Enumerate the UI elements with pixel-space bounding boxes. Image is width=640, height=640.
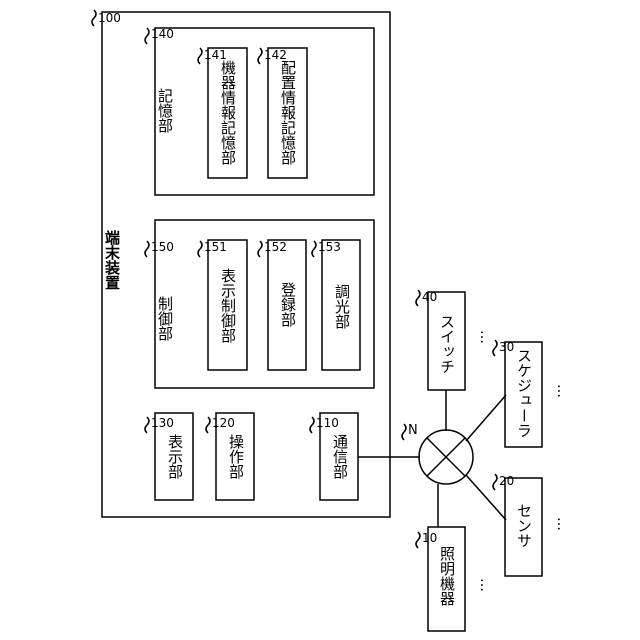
ref-terminal: 100 [98, 12, 121, 24]
lighting-more: … [478, 578, 492, 591]
switch-label: スイッチ [439, 314, 454, 374]
control-unit-label: 制御部 [157, 296, 172, 341]
display-unit-label: 表示部 [167, 434, 182, 479]
scheduler-label: スケジューラ [516, 348, 531, 438]
device-info-storage-label: 機器情報記憶部 [220, 60, 235, 165]
display-control-label: 表示制御部 [220, 268, 235, 343]
ref-switch: 40 [422, 291, 437, 303]
scheduler-more: … [555, 384, 569, 397]
ref-sensor: 20 [499, 475, 514, 487]
ref-lighting: 10 [422, 532, 437, 544]
ref-communication: 110 [316, 417, 339, 429]
ref-scheduler: 30 [499, 341, 514, 353]
ref-dimming: 153 [318, 241, 341, 253]
ref-network: N [408, 424, 418, 437]
ref-storage: 140 [151, 28, 174, 40]
link-network-scheduler [466, 395, 506, 441]
sensor-label: センサ [516, 503, 531, 548]
communication-unit-label: 通信部 [332, 434, 347, 479]
switch-more: … [478, 330, 492, 343]
registration-label: 登録部 [280, 282, 295, 327]
ref-display-control: 151 [204, 241, 227, 253]
layout-info-storage-label: 配置情報記憶部 [280, 60, 295, 165]
sensor-more: … [555, 517, 569, 530]
terminal-device-label: 端末装置 [104, 230, 119, 290]
ref-control: 150 [151, 241, 174, 253]
lighting-label: 照明機器 [439, 546, 454, 606]
ref-operation: 120 [212, 417, 235, 429]
ref-display: 130 [151, 417, 174, 429]
storage-unit-label: 記憶部 [157, 88, 172, 133]
operation-unit-label: 操作部 [228, 434, 243, 479]
ref-registration: 152 [264, 241, 287, 253]
dimming-label: 調光部 [334, 284, 349, 329]
